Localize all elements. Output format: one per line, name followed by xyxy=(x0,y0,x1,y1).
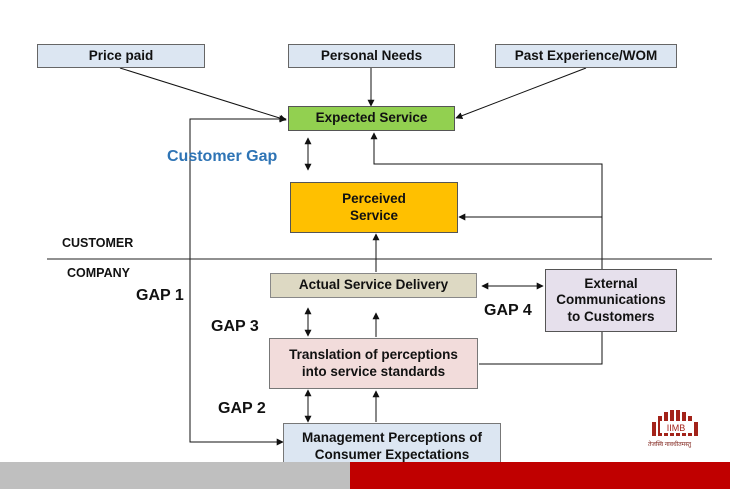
past-experience-box: Past Experience/WOM xyxy=(495,44,677,68)
gap2-label: GAP 2 xyxy=(218,400,266,417)
arrow-past-to-expected xyxy=(455,67,587,120)
expected-service-box: Expected Service xyxy=(288,106,455,131)
translation-line-2: into service standards xyxy=(301,363,446,379)
external-communications-box: External Communications to Customers xyxy=(545,269,677,332)
iimb-logo-caption: तेजस्वि नावधीतमस्तु xyxy=(648,442,691,448)
translation-line-1: Translation of perceptions xyxy=(289,347,458,363)
gap1-loop xyxy=(189,115,287,446)
translation-box: Translation of perceptions into service … xyxy=(269,338,478,389)
price-paid-box: Price paid xyxy=(37,44,205,68)
external-communications-line-2: Communications xyxy=(556,292,666,308)
perceived-service-line-1: Perceived xyxy=(342,191,406,207)
iimb-logo-icon: IIMB xyxy=(652,410,698,436)
customer-zone-label: CUSTOMER xyxy=(62,236,134,250)
customer-gap-label: Customer Gap xyxy=(167,148,278,165)
footer-band-red xyxy=(350,462,730,489)
perceived-service-box: Perceived Service xyxy=(290,182,458,233)
management-perceptions-line-1: Management Perceptions of xyxy=(301,430,483,446)
gap3-label: GAP 3 xyxy=(211,318,259,335)
actual-service-delivery-box: Actual Service Delivery xyxy=(270,273,477,298)
company-zone-label: COMPANY xyxy=(67,266,130,280)
perceived-service-line-2: Service xyxy=(349,207,399,223)
management-perceptions-line-2: Consumer Expectations xyxy=(314,446,470,462)
external-communications-line-1: External xyxy=(584,276,638,292)
external-communications-line-3: to Customers xyxy=(567,308,655,324)
arrow-price-to-expected xyxy=(119,67,287,122)
iimb-logo-text: IIMB xyxy=(667,423,686,433)
personal-needs-box: Personal Needs xyxy=(288,44,455,68)
gap4-label: GAP 4 xyxy=(484,302,532,319)
external-to-translation xyxy=(479,332,603,365)
footer-band-grey xyxy=(0,462,350,489)
gap1-label: GAP 1 xyxy=(136,287,184,304)
